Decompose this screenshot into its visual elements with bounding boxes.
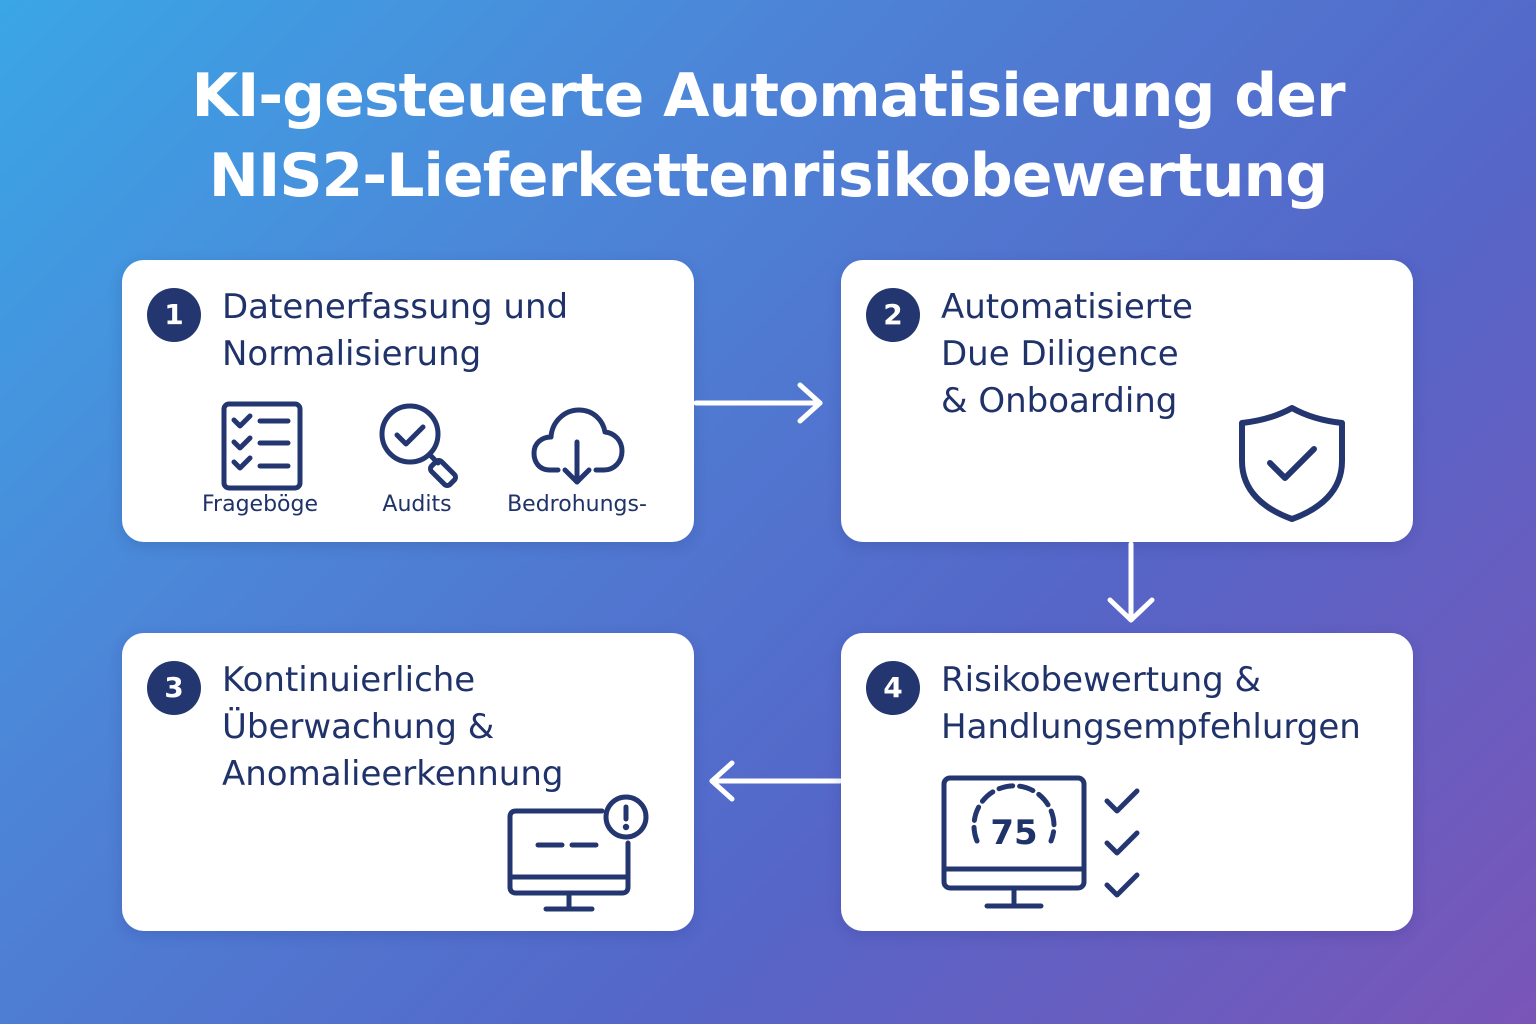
- step-heading-line: Anomalieerkennung: [222, 754, 564, 794]
- step-heading-line: Handlungsempfehlurgen: [941, 707, 1361, 747]
- step-heading: Automatisierte Due Diligence & Onboardin…: [941, 284, 1193, 425]
- step-heading-line: & Onboarding: [941, 381, 1178, 421]
- step-heading-line: Due Diligence: [941, 334, 1179, 374]
- flow-arrow-left: [709, 760, 842, 802]
- step-number-badge: 1: [147, 288, 201, 342]
- page-title: KI-gesteuerte Automatisierung der NIS2-L…: [0, 56, 1536, 216]
- cloud-download-icon: [531, 407, 625, 485]
- step-heading: Kontinuierliche Überwachung & Anomalieer…: [222, 657, 563, 798]
- magnifier-check-icon: [379, 403, 458, 488]
- step-card-4: 4 Risikobewertung & Handlungsempfehlurge…: [841, 633, 1413, 931]
- step-card-2: 2 Automatisierte Due Diligence & Onboard…: [841, 260, 1413, 542]
- monitor-alert-icon: [507, 794, 649, 912]
- step-heading-line: Normalisierung: [222, 334, 482, 374]
- step-heading-line: Automatisierte: [941, 287, 1193, 327]
- step-heading-line: Überwachung &: [222, 707, 495, 747]
- step-heading: Datenerfassung und Normalisierung: [222, 284, 568, 378]
- step-number-badge: 4: [866, 661, 920, 715]
- monitor-gauge-icon: [941, 775, 1087, 909]
- risk-score-value: 75: [990, 813, 1038, 853]
- source-label-questionnaires: Frageböge: [201, 492, 318, 517]
- flow-arrow-down: [1107, 542, 1155, 623]
- step-card-1: 1 Datenerfassung und Normalisierung Frag…: [122, 260, 694, 542]
- title-line-2: NIS2-Lieferkettenrisikobewertung: [208, 141, 1328, 211]
- title-line-1: KI-gesteuerte Automatisierung der: [191, 61, 1345, 131]
- step-card-3: 3 Kontinuierliche Überwachung & Anomalie…: [122, 633, 694, 931]
- step-heading-line: Datenerfassung und: [222, 287, 569, 327]
- checkmarks-icon: [1104, 788, 1140, 898]
- source-label-threats: Bedrohungs-: [507, 492, 647, 517]
- flow-arrow-right: [694, 382, 823, 424]
- step-heading: Risikobewertung & Handlungsempfehlurgen: [941, 657, 1361, 751]
- source-label-audits: Audits: [382, 492, 452, 517]
- step-number-badge: 2: [866, 288, 920, 342]
- step-number-badge: 3: [147, 661, 201, 715]
- checklist-icon: [221, 401, 303, 491]
- shield-check-icon: [1239, 405, 1345, 522]
- step-heading-line: Kontinuierliche: [222, 660, 476, 700]
- step-heading-line: Risikobewertung &: [941, 660, 1262, 700]
